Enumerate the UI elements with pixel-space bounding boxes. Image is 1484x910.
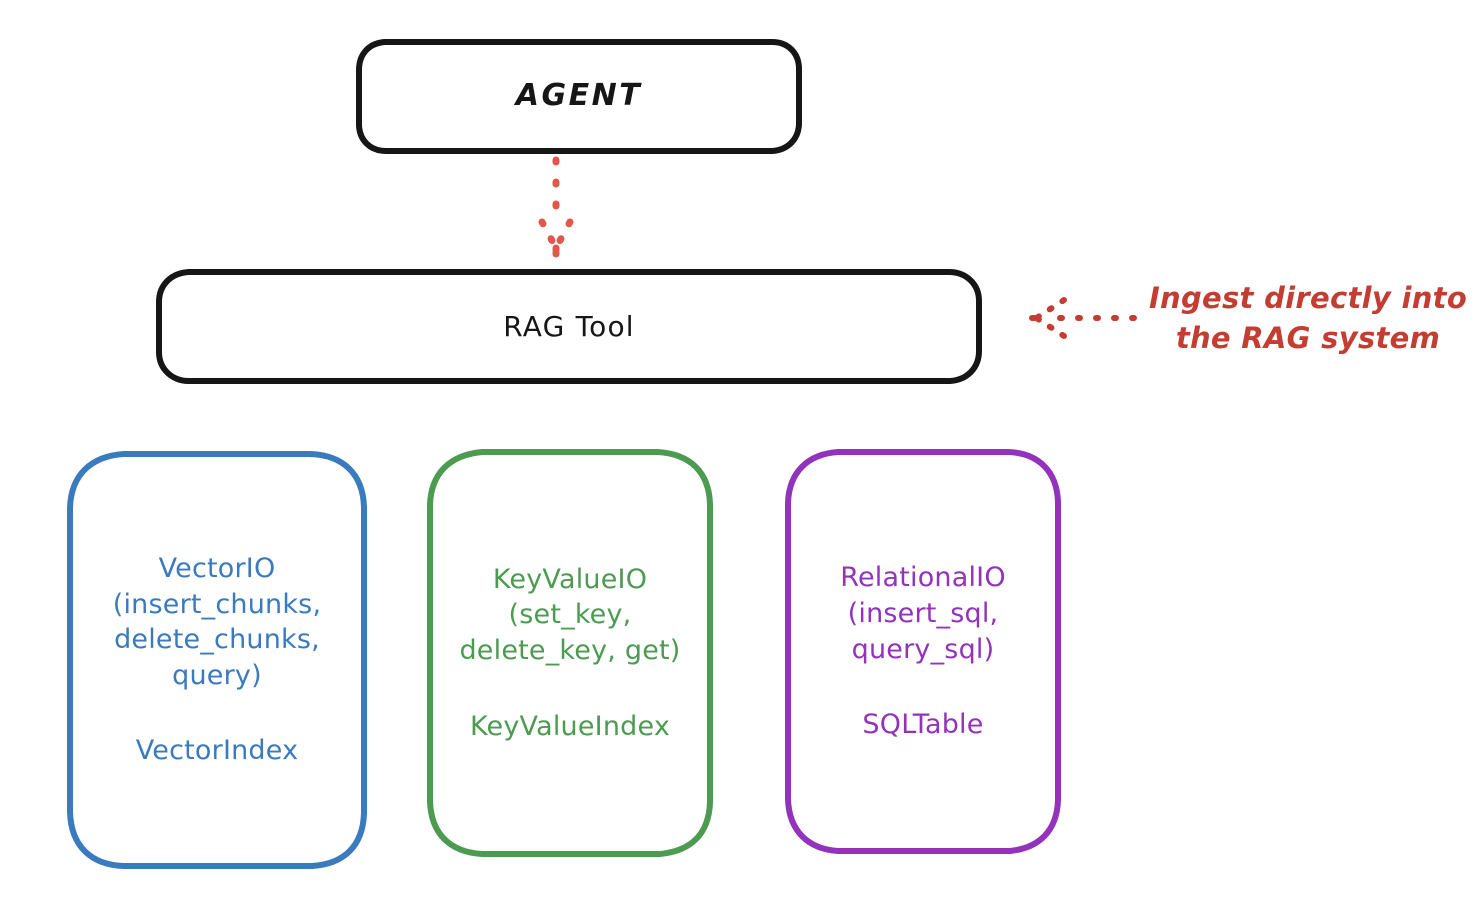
node-vector-io[interactable]: VectorIO (insert_chunks, delete_chunks, … — [66, 450, 368, 870]
vector-io-api-label: VectorIO (insert_chunks, delete_chunks, … — [112, 552, 322, 691]
relational-io-api-label: RelationalIO (insert_sql, query_sql) — [840, 562, 1006, 665]
annotation-ingest-text: Ingest directly into the RAG system — [1148, 281, 1468, 356]
node-rag-tool[interactable]: RAG Tool — [155, 268, 983, 385]
node-key-value-io[interactable]: KeyValueIO (set_key, delete_key, get) Ke… — [426, 448, 714, 858]
relational-io-content: RelationalIO (insert_sql, query_sql) SQL… — [784, 560, 1062, 743]
arrow-agent-to-rag-tool — [538, 156, 574, 258]
node-rag-tool-label: RAG Tool — [503, 309, 635, 343]
key-value-io-content: KeyValueIO (set_key, delete_key, get) Ke… — [426, 562, 714, 745]
node-agent-label: AGENT — [515, 78, 643, 114]
vector-io-index-label: VectorIndex — [135, 735, 299, 767]
node-agent[interactable]: AGENT — [355, 38, 803, 155]
key-value-io-index-label: KeyValueIndex — [469, 710, 671, 742]
node-relational-io[interactable]: RelationalIO (insert_sql, query_sql) SQL… — [784, 448, 1062, 855]
arrow-ingest-pointer — [1027, 297, 1137, 339]
key-value-io-api-label: KeyValueIO (set_key, delete_key, get) — [459, 563, 681, 666]
relational-io-index-label: SQLTable — [862, 709, 984, 741]
vector-io-content: VectorIO (insert_chunks, delete_chunks, … — [66, 551, 368, 769]
